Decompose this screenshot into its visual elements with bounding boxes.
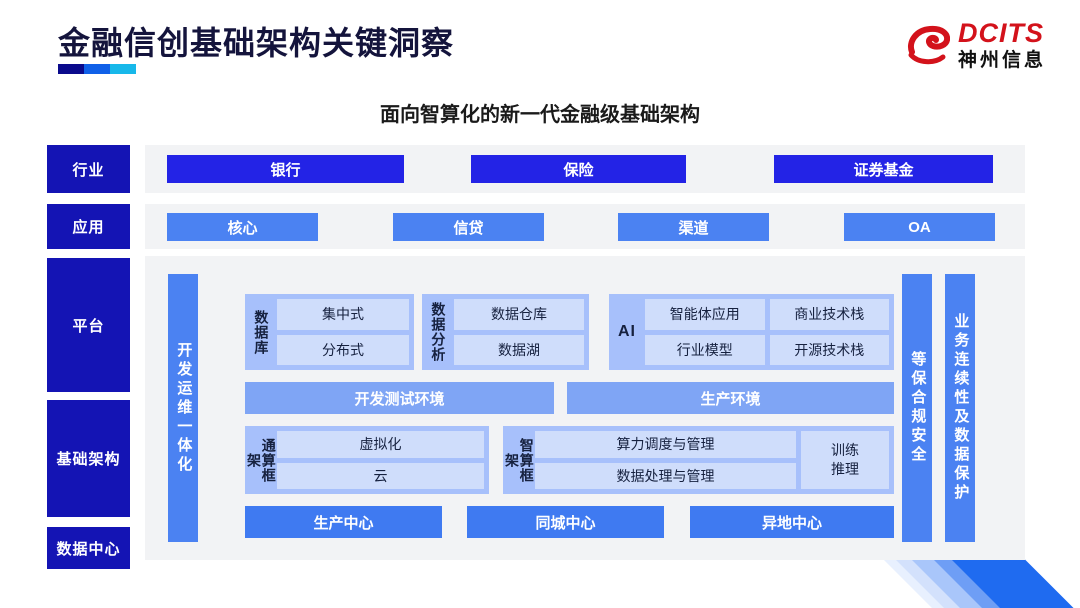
industry-chip-securities[interactable]: 证券基金 bbox=[774, 155, 993, 183]
title-accent-bar bbox=[58, 64, 136, 74]
group-label-database: 数据库 bbox=[253, 309, 270, 355]
brand-logo: DCITS 神州信息 bbox=[906, 20, 1046, 70]
group-label-general-compute: 通算框架 bbox=[246, 437, 277, 483]
rail-item-infrastructure[interactable]: 基础架构 bbox=[47, 400, 130, 517]
cell-virtualization[interactable]: 虚拟化 bbox=[277, 431, 484, 458]
vbar-devops[interactable]: 开发运维一体化 bbox=[168, 274, 198, 542]
cell-data-warehouse[interactable]: 数据仓库 bbox=[454, 299, 584, 330]
dcits-swirl-icon bbox=[906, 22, 951, 68]
cell-data-lake[interactable]: 数据湖 bbox=[454, 334, 584, 365]
cell-commercial-stack[interactable]: 商业技术栈 bbox=[769, 299, 889, 330]
industry-band: 银行 保险 证券基金 bbox=[145, 145, 1025, 193]
cell-distributed[interactable]: 分布式 bbox=[277, 334, 409, 365]
cell-compute-scheduling[interactable]: 算力调度与管理 bbox=[535, 431, 796, 458]
cell-train-inference[interactable]: 训练 推理 bbox=[801, 431, 889, 489]
rail-item-industry[interactable]: 行业 bbox=[47, 145, 130, 193]
group-general-compute: 通算框架 虚拟化 云 bbox=[245, 426, 489, 494]
vbar-business-continuity[interactable]: 业务连续性及数据保护 bbox=[945, 274, 975, 542]
group-label-ai: AI bbox=[618, 322, 636, 340]
dc-remote-center[interactable]: 异地中心 bbox=[690, 506, 894, 538]
cell-opensource-stack[interactable]: 开源技术栈 bbox=[769, 334, 889, 365]
group-label-analytics: 数据分析 bbox=[430, 302, 447, 362]
logo-text-cn: 神州信息 bbox=[957, 50, 1046, 71]
rail-item-application[interactable]: 应用 bbox=[47, 204, 130, 249]
dc-production-center[interactable]: 生产中心 bbox=[245, 506, 442, 538]
cell-cloud[interactable]: 云 bbox=[277, 462, 484, 489]
group-database: 数据库 集中式 分布式 bbox=[245, 294, 414, 370]
app-chip-channel[interactable]: 渠道 bbox=[618, 213, 769, 241]
dc-metro-center[interactable]: 同城中心 bbox=[467, 506, 664, 538]
env-dev-test[interactable]: 开发测试环境 bbox=[245, 382, 554, 414]
rail-item-platform[interactable]: 平台 bbox=[47, 258, 130, 392]
group-analytics: 数据分析 数据仓库 数据湖 bbox=[422, 294, 589, 370]
industry-chip-bank[interactable]: 银行 bbox=[167, 155, 404, 183]
platform-panel: 开发运维一体化 等保合规安全 业务连续性及数据保护 数据库 集中式 分布式 数据… bbox=[145, 256, 1025, 560]
cell-data-processing[interactable]: 数据处理与管理 bbox=[535, 462, 796, 489]
app-chip-credit[interactable]: 信贷 bbox=[393, 213, 544, 241]
cell-centralized[interactable]: 集中式 bbox=[277, 299, 409, 330]
page-title: 金融信创基础架构关键洞察 bbox=[58, 25, 455, 61]
diagram-subtitle: 面向智算化的新一代金融级基础架构 bbox=[380, 104, 700, 126]
env-production[interactable]: 生产环境 bbox=[567, 382, 894, 414]
cell-industry-model[interactable]: 行业模型 bbox=[645, 334, 765, 365]
app-chip-oa[interactable]: OA bbox=[844, 213, 995, 241]
group-ai: AI 智能体应用 商业技术栈 行业模型 开源技术栈 bbox=[609, 294, 894, 370]
rail-item-datacenter[interactable]: 数据中心 bbox=[47, 527, 130, 569]
group-smart-compute: 智算框架 算力调度与管理 数据处理与管理 训练 推理 bbox=[503, 426, 894, 494]
application-band: 核心 信贷 渠道 OA bbox=[145, 204, 1025, 249]
cell-agent-application[interactable]: 智能体应用 bbox=[645, 299, 765, 330]
group-label-smart-compute: 智算框架 bbox=[504, 437, 535, 483]
app-chip-core[interactable]: 核心 bbox=[167, 213, 318, 241]
vbar-compliance-security[interactable]: 等保合规安全 bbox=[902, 274, 932, 542]
logo-text-en: DCITS bbox=[957, 18, 1044, 48]
industry-chip-insurance[interactable]: 保险 bbox=[471, 155, 686, 183]
